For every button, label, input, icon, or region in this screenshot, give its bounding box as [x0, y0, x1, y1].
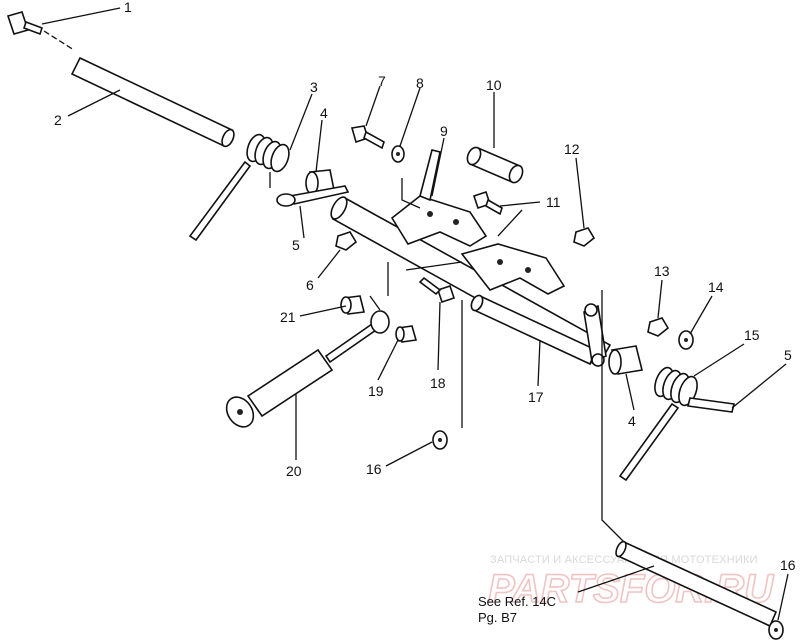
callout-12: 12 — [564, 141, 580, 157]
washer-8 — [391, 145, 405, 163]
callout-3: 3 — [310, 79, 318, 95]
callout-17: 17 — [528, 389, 544, 405]
callout-18: 18 — [430, 375, 446, 391]
callout-5-lower: 5 — [784, 347, 792, 363]
reference-note: See Ref. 14C Pg. B7 — [478, 594, 556, 625]
washer-16-mid — [432, 430, 448, 450]
shock-absorber-20 — [225, 310, 390, 428]
callout-2: 2 — [54, 112, 62, 128]
callout-1: 1 — [124, 0, 132, 15]
callouts: 1 2 3 4 5 6 7 8 9 10 11 12 13 14 15 5 4 … — [54, 0, 796, 573]
spring-3 — [188, 133, 290, 242]
watermark-caption: ЗАПЧАСТИ И АКСЕССУАРЫ ДЛЯ МОТОТЕХНИКИ — [490, 554, 758, 566]
bracket-right — [460, 243, 566, 295]
callout-4-lower: 4 — [628, 413, 636, 429]
bracket-9 — [390, 149, 488, 247]
reference-note-line1: See Ref. 14C — [478, 594, 556, 609]
callout-20: 20 — [286, 463, 302, 479]
bushing-19 — [395, 325, 418, 343]
callout-13: 13 — [654, 263, 670, 279]
nut-6 — [335, 231, 358, 251]
callout-16-bottom: 16 — [780, 557, 796, 573]
washer-16-bottom — [768, 620, 784, 640]
leader-dashed — [43, 30, 75, 51]
bolt-18 — [418, 276, 456, 304]
nut-13 — [647, 317, 670, 337]
arm-link — [583, 303, 607, 367]
bushing-4-lower — [608, 345, 643, 375]
assembly-guides — [369, 178, 625, 543]
callout-16-mid: 16 — [366, 461, 382, 477]
roller-10 — [466, 146, 524, 184]
reference-note-line2: Pg. B7 — [478, 610, 517, 625]
bushing-21 — [340, 295, 365, 315]
nut-12 — [573, 227, 596, 247]
callout-9: 9 — [440, 123, 448, 139]
callout-15: 15 — [744, 327, 760, 343]
callout-10: 10 — [486, 77, 502, 93]
bolt-1 — [6, 11, 44, 36]
leader-lines — [41, 7, 789, 621]
link-5-upper — [276, 185, 350, 207]
rod-2 — [70, 56, 235, 148]
callout-7: 7 — [378, 73, 386, 89]
callout-14: 14 — [708, 279, 724, 295]
washer-14 — [678, 330, 694, 350]
callout-6: 6 — [306, 277, 314, 293]
callout-21: 21 — [280, 309, 296, 325]
callout-8: 8 — [416, 75, 424, 91]
callout-5-upper: 5 — [292, 237, 300, 253]
callout-19: 19 — [368, 383, 384, 399]
bolt-7 — [350, 125, 385, 150]
shaft-17 — [470, 294, 598, 366]
callout-4-upper: 4 — [320, 105, 328, 121]
callout-11: 11 — [546, 194, 561, 210]
bolt-11 — [472, 190, 503, 216]
spring-15 — [618, 366, 735, 482]
